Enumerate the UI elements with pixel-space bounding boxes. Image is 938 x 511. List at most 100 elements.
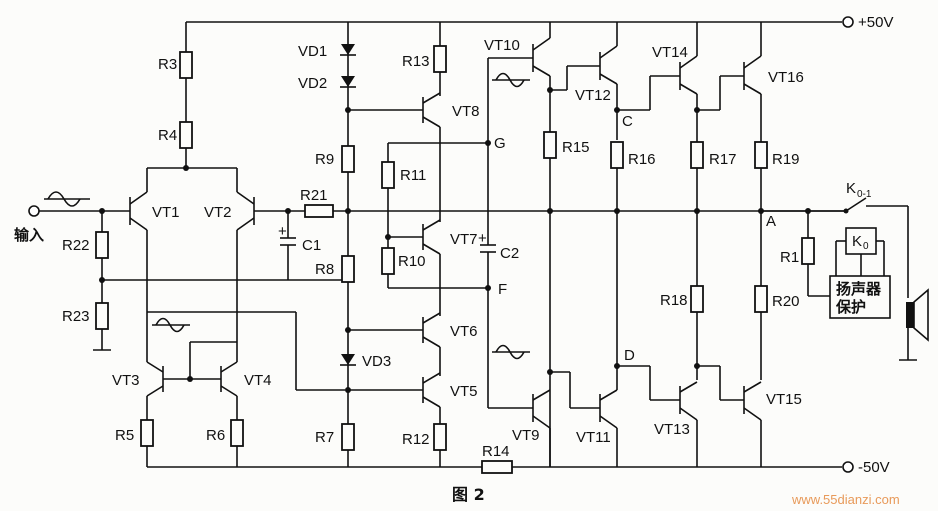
transistor-vt7 (422, 219, 441, 288)
switch-sub-label: 0-1 (857, 189, 872, 200)
svg-text:+: + (478, 230, 487, 247)
node-a-label: A (766, 213, 776, 230)
label-vt12: VT12 (575, 87, 611, 104)
negative-rail-label: -50V (858, 459, 890, 476)
speaker-icon (906, 288, 929, 342)
label-vt3: VT3 (112, 372, 140, 389)
transistor-vt3 (146, 352, 164, 420)
label-r12: R12 (402, 431, 430, 448)
node-d-label: D (624, 347, 635, 364)
label-r1: R1 (780, 249, 799, 266)
label-r9: R9 (315, 151, 334, 168)
resistor-r13 (433, 45, 447, 73)
label-r14: R14 (482, 443, 510, 460)
transistor-vt6 (422, 312, 441, 376)
watermark: www.55dianzi.com (791, 492, 900, 507)
label-vt6: VT6 (450, 323, 478, 340)
resistor-r15 (543, 131, 557, 159)
label-r7: R7 (315, 429, 334, 446)
resistor-r9 (341, 145, 355, 173)
label-vt2: VT2 (204, 204, 232, 221)
resistor-r12 (433, 423, 447, 451)
resistor-r4 (179, 121, 193, 149)
node-f-label: F (498, 281, 507, 298)
resistor-r23 (95, 302, 109, 330)
transistor-vt10 (532, 22, 551, 132)
transistor-vt15 (743, 381, 762, 467)
label-vd1: VD1 (298, 43, 327, 60)
diode-vd1 (340, 44, 356, 56)
label-r19: R19 (772, 151, 800, 168)
label-r20: R20 (772, 293, 800, 310)
resistor-r6 (230, 419, 244, 447)
positive-terminal (842, 16, 854, 28)
resistor-r21 (304, 204, 334, 218)
relay-switch-k0-1 (845, 197, 867, 212)
resistor-r17 (690, 141, 704, 169)
label-r4: R4 (158, 127, 177, 144)
label-vd2: VD2 (298, 75, 327, 92)
resistor-r14 (481, 460, 513, 474)
speaker-protection-box (829, 275, 891, 319)
resistor-r18 (690, 285, 704, 313)
resistor-r10 (381, 247, 395, 275)
label-r21: R21 (300, 187, 328, 204)
label-vd3: VD3 (362, 353, 391, 370)
transistor-vt12 (599, 22, 618, 140)
protection-line1: 扬声器 (836, 280, 882, 298)
label-vt15: VT15 (766, 391, 802, 408)
input-label: 输入 (14, 226, 44, 244)
label-r5: R5 (115, 427, 134, 444)
label-vt14: VT14 (652, 44, 688, 61)
label-r23: R23 (62, 308, 90, 325)
label-r16: R16 (628, 151, 656, 168)
label-r13: R13 (402, 53, 430, 70)
resistor-r11 (381, 161, 395, 189)
label-vt9: VT9 (512, 427, 540, 444)
transistor-vt5 (422, 372, 441, 424)
relay-label: K (852, 233, 862, 250)
transistor-vt11 (599, 366, 618, 467)
label-vt4: VT4 (244, 372, 272, 389)
label-vt8: VT8 (452, 103, 480, 120)
figure-caption: 图 2 (452, 485, 485, 504)
transistor-vt14 (679, 22, 698, 142)
label-vt11: VT11 (576, 429, 611, 446)
transistor-vt4 (220, 352, 238, 420)
label-c1: C1 (302, 237, 321, 254)
transistor-vt8 (422, 92, 441, 143)
transistor-vt2 (236, 168, 305, 352)
node-g-label: G (494, 135, 506, 152)
transistor-vt13 (679, 381, 698, 467)
label-r8: R8 (315, 261, 334, 278)
resistor-r3 (179, 51, 193, 79)
input-terminal (28, 205, 40, 217)
label-r6: R6 (206, 427, 225, 444)
label-vt10: VT10 (484, 37, 520, 54)
resistor-r1 (801, 237, 815, 265)
resistor-r8 (341, 255, 355, 283)
label-vt16: VT16 (768, 69, 804, 86)
label-r3: R3 (158, 56, 177, 73)
label-r22: R22 (62, 237, 90, 254)
diode-vd2 (340, 76, 356, 88)
resistor-r19 (754, 141, 768, 169)
label-vt1: VT1 (152, 204, 180, 221)
svg-text:+: + (278, 223, 287, 240)
transistor-vt9 (532, 389, 551, 467)
transistor-vt1 (129, 168, 148, 352)
label-vt7: VT7 (450, 231, 478, 248)
resistor-r7 (341, 423, 355, 451)
node-c-label: C (622, 113, 633, 130)
resistor-r16 (610, 141, 624, 169)
negative-terminal (842, 461, 854, 473)
label-r11: R11 (400, 167, 426, 184)
protection-line2: 保护 (835, 298, 866, 316)
transistor-vt16 (743, 22, 762, 142)
resistor-r22 (95, 231, 109, 259)
resistor-r5 (140, 419, 154, 447)
label-r10: R10 (398, 253, 426, 270)
label-r17: R17 (709, 151, 737, 168)
